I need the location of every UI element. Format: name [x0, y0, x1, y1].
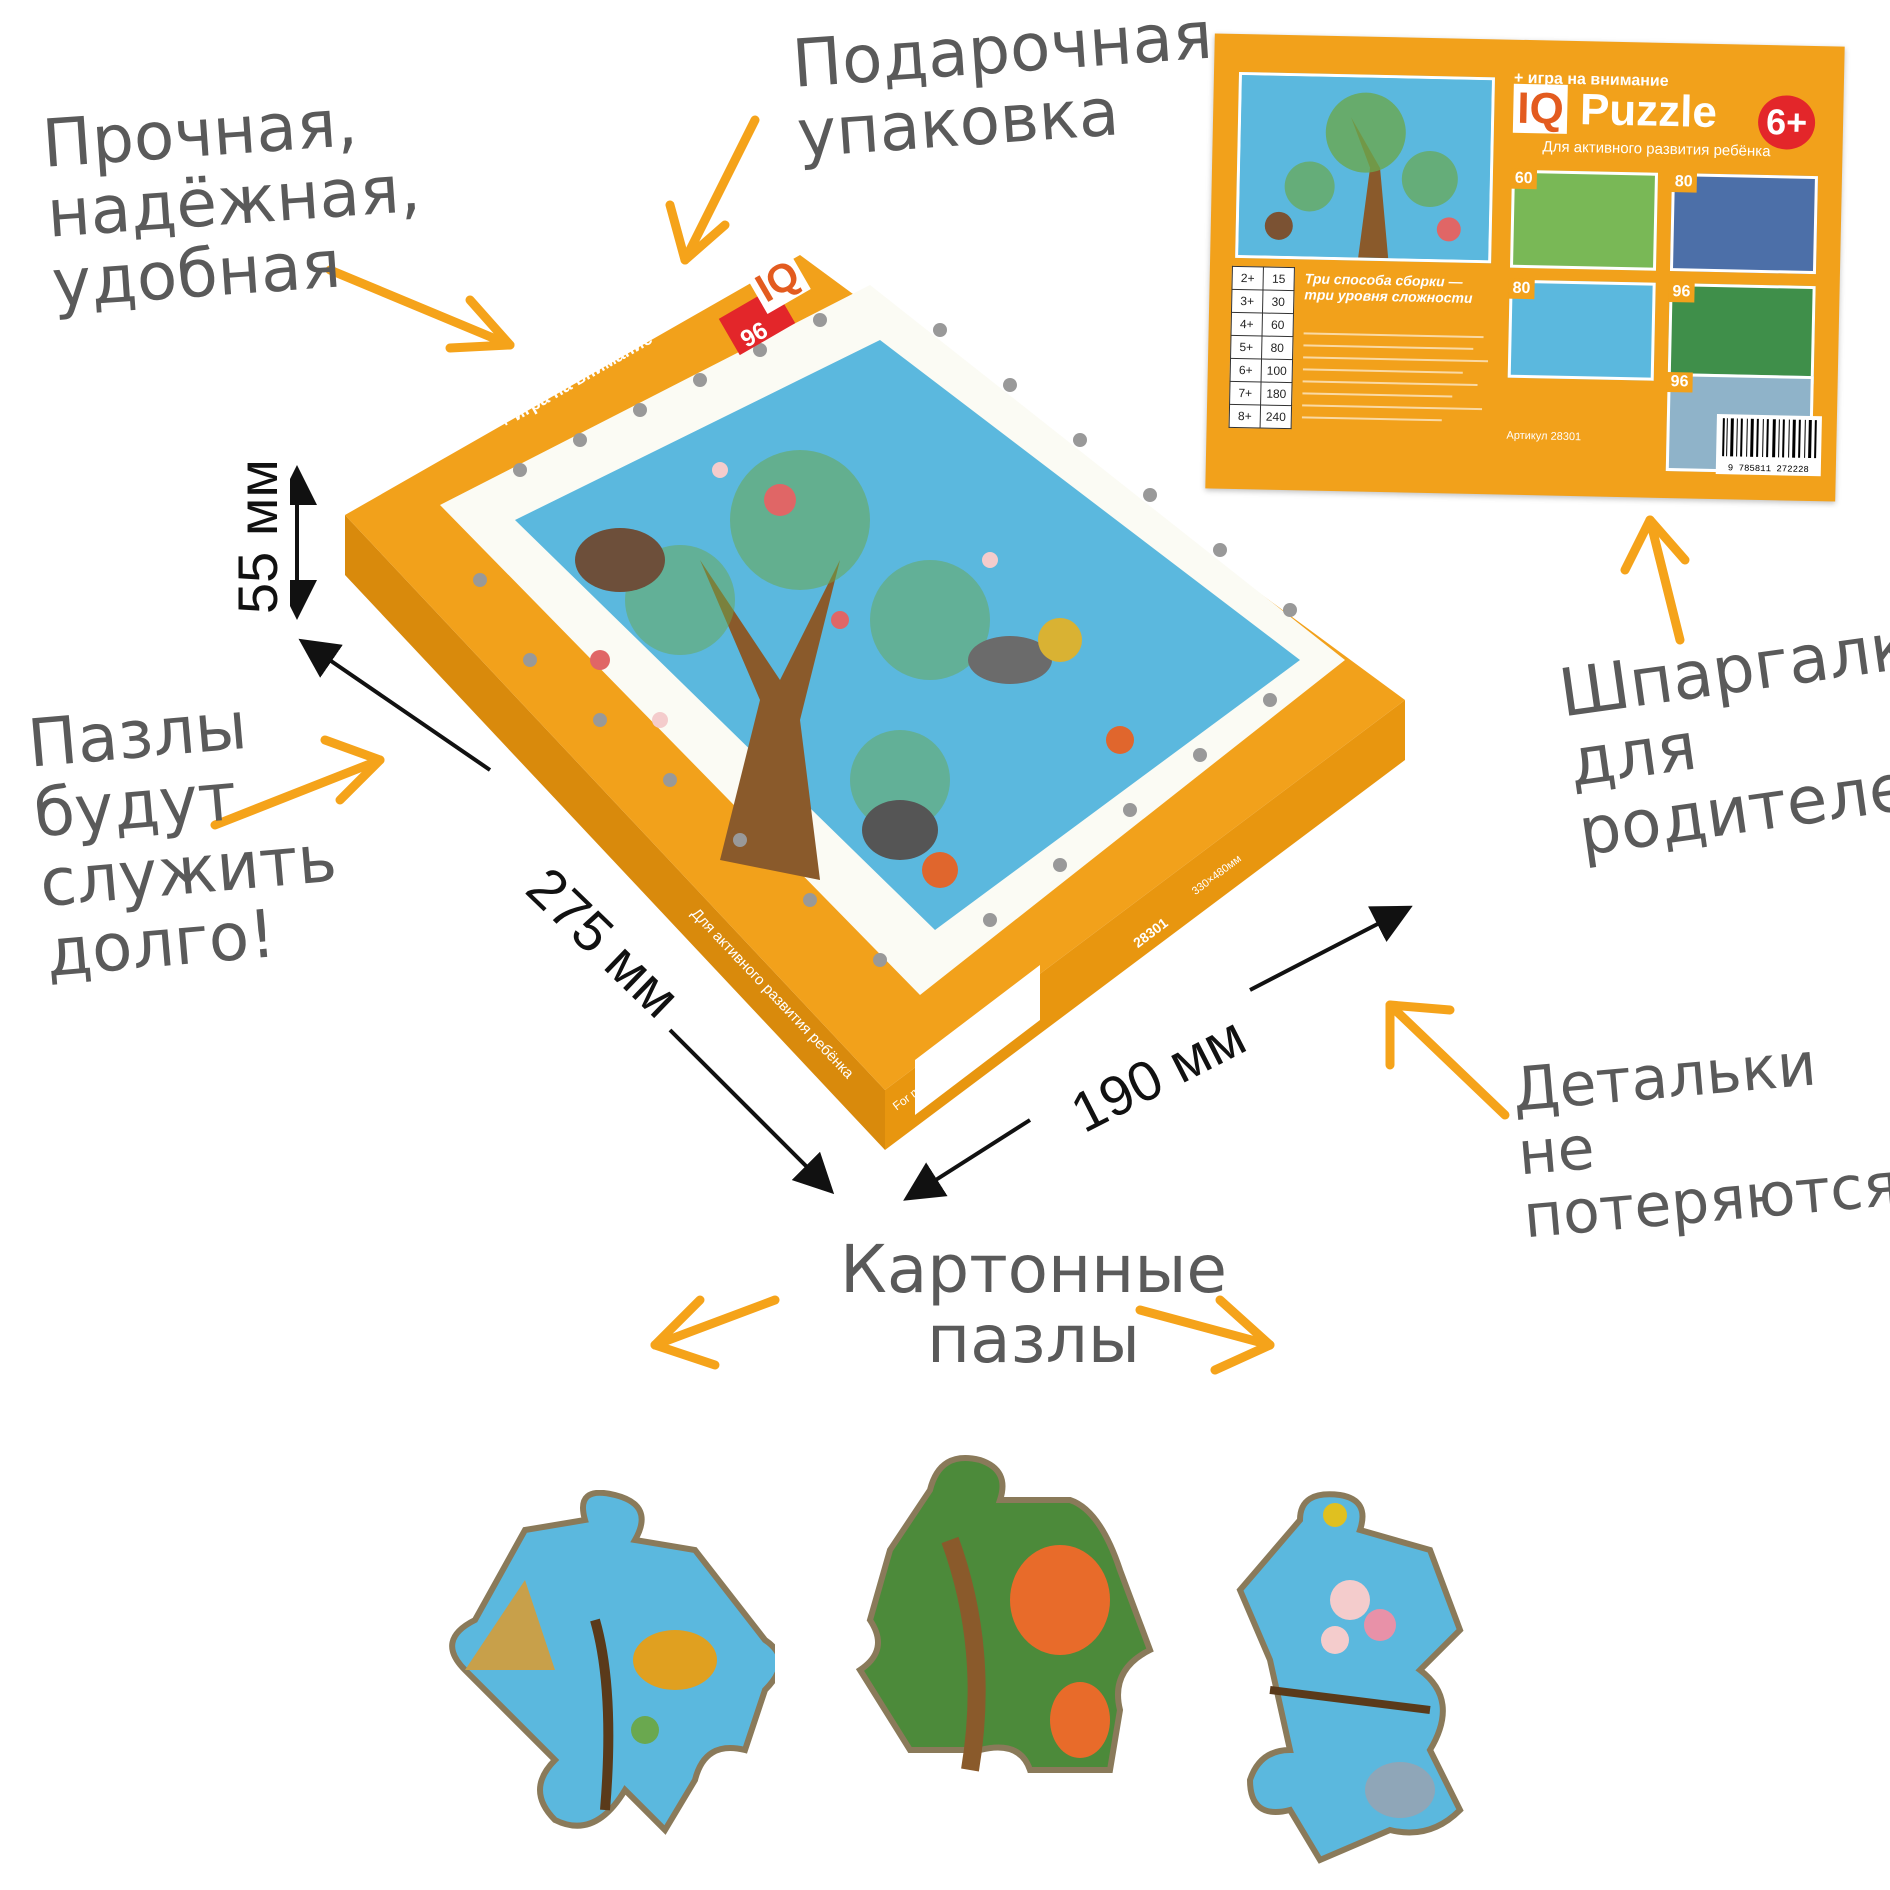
arrowhead-cardboard-left: [650, 1295, 720, 1370]
arrow-pieces: [1385, 1000, 1510, 1120]
arrow-durable: [325, 265, 515, 350]
callout-cardboard: Картонные пазлы: [840, 1231, 1228, 1378]
callout-gift: Подарочная упаковка: [789, 0, 1215, 173]
short-side-table-area: [915, 965, 1040, 1115]
dim-length-line-1: [298, 638, 492, 772]
puzzle-piece-3: [1236, 1491, 1464, 1864]
tree-illustration-icon: [575, 450, 1134, 888]
arrowhead-durable: [445, 295, 515, 353]
arrowhead-longlasting: [320, 735, 385, 805]
box-back-cover: + игра на внимание IQ Puzzle 6+ Для акти…: [1205, 33, 1845, 502]
dim-length-line-2: [668, 1028, 835, 1195]
arrowhead-cheatsheet: [1620, 515, 1690, 575]
barcode-icon: [1722, 418, 1817, 459]
arrow-cardboard-left: [650, 1295, 780, 1350]
box-long-side: [345, 515, 885, 1150]
arrowhead-cardboard-right: [1210, 1295, 1275, 1375]
back-cover-main-picture: [1235, 71, 1495, 264]
barcode: 9 785811 272228: [1715, 414, 1822, 477]
callout-pieces: Детальки не потеряются!: [1509, 1029, 1890, 1253]
arrow-longlasting: [210, 755, 385, 830]
frame-object-icons: [473, 313, 1297, 967]
puzzle-piece-2: [855, 1455, 1154, 1773]
puzzle-piece-1: [449, 1490, 775, 1835]
arrow-cheatsheet: [1645, 515, 1685, 645]
dim-height-label: 55 мм: [225, 453, 290, 620]
arrow-gift: [680, 115, 760, 265]
dim-width-line-1: [903, 1118, 1032, 1201]
arrowhead-pieces: [1385, 1000, 1455, 1070]
dim-width-line-2: [1249, 905, 1413, 992]
back-instructions: [1301, 325, 1493, 449]
arrow-cardboard-right: [1135, 1305, 1275, 1350]
callout-durable: Прочная, надёжная, удобная: [39, 84, 423, 323]
arrowhead-gift: [665, 200, 730, 265]
callout-longlasting: Пазлы будут служить долго!: [24, 686, 340, 992]
tree-illustration-icon: [1238, 75, 1492, 261]
